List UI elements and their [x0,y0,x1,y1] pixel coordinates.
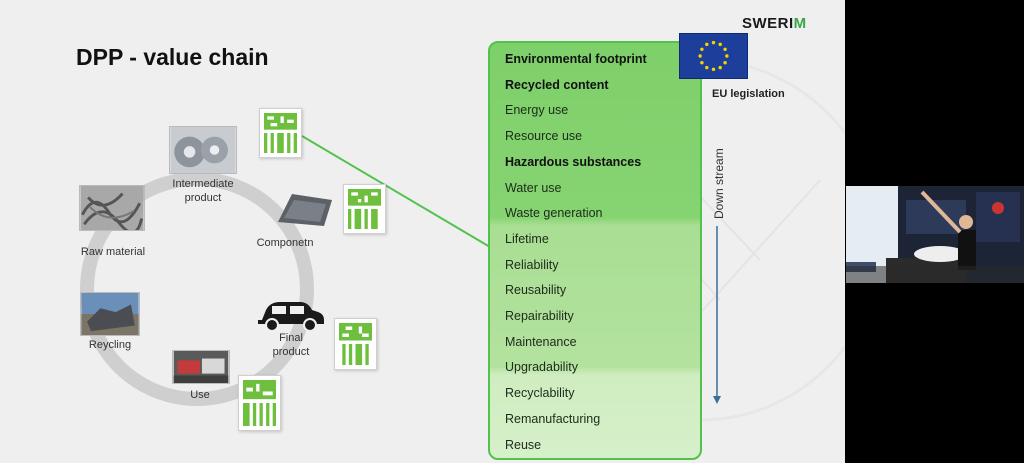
component-photo [274,186,336,230]
raw-material-photo [79,185,145,231]
requirement-item: Lifetime [505,232,549,246]
use-photo [172,350,230,384]
requirement-item: Resource use [505,129,582,143]
stage-label-use: Use [180,388,220,402]
requirement-item: Upgradability [505,360,578,374]
slide-title: DPP - value chain [76,44,269,71]
eu-star [700,61,703,64]
downstream-label: Down stream [712,148,726,219]
requirement-item: Reuse [505,438,541,452]
eu-star [705,66,708,69]
eu-star [725,54,728,57]
qr-code-icon [343,184,386,234]
eu-star [700,48,703,51]
eu-flag-icon [679,33,748,79]
car-icon [256,296,326,332]
requirement-item: Reliability [505,258,559,272]
eu-star [718,66,721,69]
eu-star [718,43,721,46]
stage-label-intermediate: Intermediate product [160,177,246,205]
presenter-camera-feed [846,186,1024,283]
eu-star [705,43,708,46]
requirement-item: Water use [505,181,562,195]
swerim-logo: SWERIM [742,15,807,32]
eu-star [723,48,726,51]
slide: DPP - value chain SWERIM Intermediate pr… [0,0,845,463]
stage-label-raw-material: Raw material [70,245,156,259]
requirement-item: Reusability [505,283,566,297]
stage-label-component: Componetn [250,236,320,250]
qr-code-icon [238,375,281,431]
requirement-item: Environmental footprint [505,52,647,66]
requirement-item: Hazardous substances [505,155,641,169]
stage-label-final-product: Final product [258,331,324,359]
eu-star [712,41,715,44]
intermediate-product-photo [169,126,237,174]
requirement-item: Maintenance [505,335,577,349]
requirement-item: Waste generation [505,206,603,220]
logo-accent: M [794,15,807,32]
requirement-item: Remanufacturing [505,412,600,426]
qr-code-icon [259,108,302,158]
logo-text: SWERI [742,15,794,32]
requirement-item: Recyclability [505,386,574,400]
requirement-item: Recycled content [505,78,609,92]
qr-code-icon [334,318,377,370]
requirement-item: Repairability [505,309,574,323]
eu-star [723,61,726,64]
eu-star [698,54,701,57]
eu-star [712,68,715,71]
requirement-item: Energy use [505,103,568,117]
stage-label-recycling: Reycling [76,338,144,352]
recycling-photo [80,292,140,336]
eu-legislation-label: EU legislation [712,88,785,100]
